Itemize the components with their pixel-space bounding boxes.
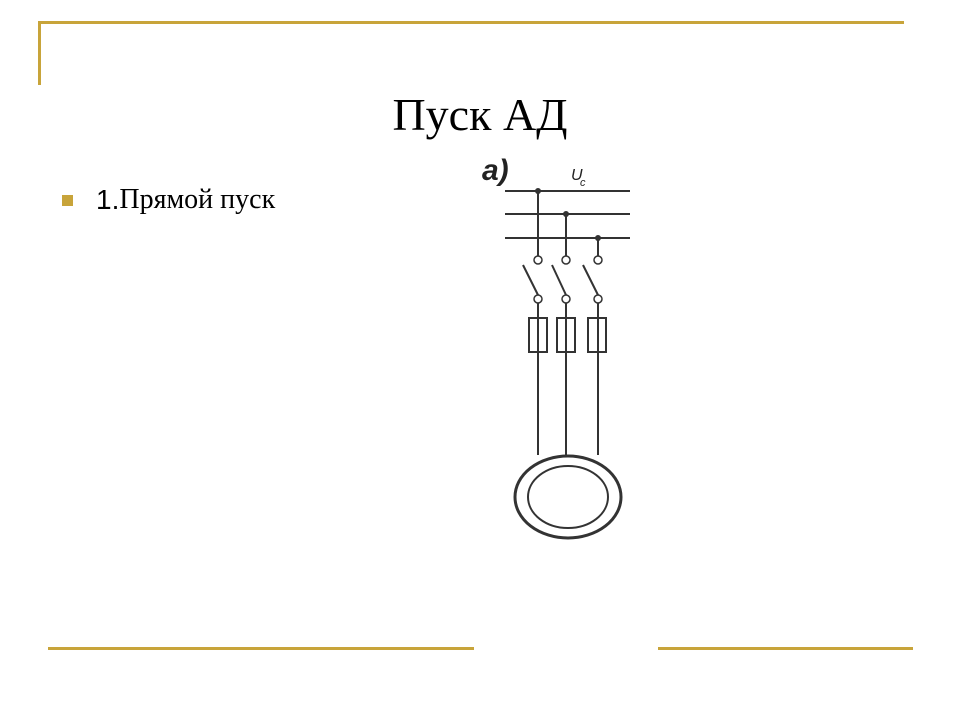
motor-stator <box>513 454 623 540</box>
switch-terminal-top-2 <box>561 255 571 265</box>
switch-terminal-bottom-2 <box>561 294 571 304</box>
switch-terminal-bottom-3 <box>593 294 603 304</box>
supply-subscript: c <box>580 177 586 189</box>
bullet-number: 1. <box>96 184 120 215</box>
switch-blade-1 <box>522 264 539 296</box>
frame-bottom-left-line <box>48 647 474 650</box>
switch-blade-3 <box>582 264 599 296</box>
panel-label: a) <box>482 154 509 187</box>
slide-title: Пуск АД <box>392 89 568 140</box>
frame-vertical-line <box>38 21 41 85</box>
direct-start-circuit-diagram: a) U c <box>482 154 630 540</box>
bus-junction-2 <box>563 211 569 217</box>
bullet-item: 1. Прямой пуск <box>62 176 275 224</box>
frame-bottom-right-line <box>658 647 913 650</box>
switch-terminal-bottom-1 <box>533 294 543 304</box>
diagram-labels: a) U c <box>482 154 586 189</box>
bus-junction-3 <box>595 235 601 241</box>
switch-blade-2 <box>551 264 567 296</box>
bus-junction-1 <box>535 188 541 194</box>
motor-rotor <box>527 465 609 529</box>
bullet-square-icon <box>62 194 73 206</box>
bullet-text: Прямой пуск <box>119 184 276 215</box>
frame-top-line <box>38 21 904 24</box>
supply-label: U <box>571 167 583 184</box>
switch-terminal-top-1 <box>533 255 543 265</box>
switch-terminal-top-3 <box>593 255 603 265</box>
